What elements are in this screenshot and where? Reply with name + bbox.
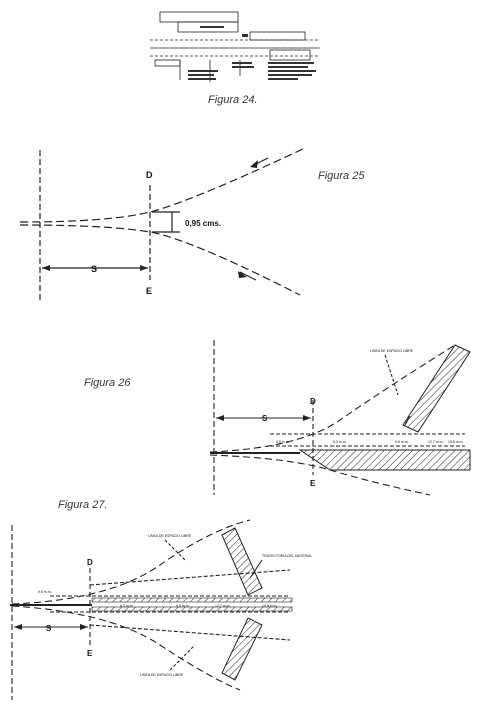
lower-arrow xyxy=(239,271,257,281)
caption-figure-27: Figura 27. xyxy=(58,499,108,511)
fig26-dim-5: 15,8 m.m. xyxy=(448,440,464,444)
fig27-label-e: E xyxy=(87,649,93,658)
fig27-label-s: S xyxy=(46,624,52,633)
upper-curve xyxy=(19,147,306,223)
fig25-label-e: E xyxy=(146,286,152,296)
fig26-deflector xyxy=(402,344,471,433)
fig25-dimension: 0,95 cms. xyxy=(185,219,221,228)
fig26-note: LINEA DE ESPACIO LIBRE xyxy=(370,349,414,353)
fig27-dim-5: 15,8 m.m. xyxy=(262,604,278,608)
fig27-dim-4: 12,7 m.m. xyxy=(215,604,231,608)
fig27-note-trajectory: TRAYECTORIA DEL MATERIAL xyxy=(262,554,312,558)
fig27-dim-1: 9,5 m.m. xyxy=(38,590,52,594)
fig27-upper-deflector xyxy=(221,527,263,596)
caption-figure-24: Figura 24. xyxy=(208,94,258,106)
fig27-upper-curve xyxy=(11,519,251,605)
fig26-label-e: E xyxy=(310,479,316,488)
fig27-lower-deflector xyxy=(221,617,263,681)
fig27-dim-3: 9,5 m.m. xyxy=(176,604,190,608)
fig26-dim-3: 9,5 m.m. xyxy=(395,440,409,444)
lower-curve xyxy=(19,224,301,296)
fig26-dim-4: 12,7 m.m. xyxy=(428,440,444,444)
fig26-label-d: D xyxy=(310,397,316,406)
fig26-upper-curve xyxy=(209,344,456,453)
fig26-base xyxy=(298,449,471,471)
fig27-lower-curve xyxy=(11,605,241,691)
fig27-label-d: D xyxy=(87,558,93,567)
caption-figure-25: Figura 25 xyxy=(318,170,365,182)
fig25-label-d: D xyxy=(146,170,153,180)
fig27-note-bottom: LINEA DE ESPACIO LIBRE xyxy=(140,673,184,677)
fig27-dim-2: 6,3 m.m. xyxy=(120,604,134,608)
fig26-dim-2: 6,3 m.m. xyxy=(333,440,347,444)
fig27-note-top: LINEA DE ESPACIO LIBRE xyxy=(148,534,192,538)
fig25-label-s: S xyxy=(91,264,97,274)
fig26-label-s: S xyxy=(262,414,268,423)
fig26-dim-1: 9,5 m.m. xyxy=(276,440,290,444)
caption-figure-26: Figura 26 xyxy=(84,377,131,389)
